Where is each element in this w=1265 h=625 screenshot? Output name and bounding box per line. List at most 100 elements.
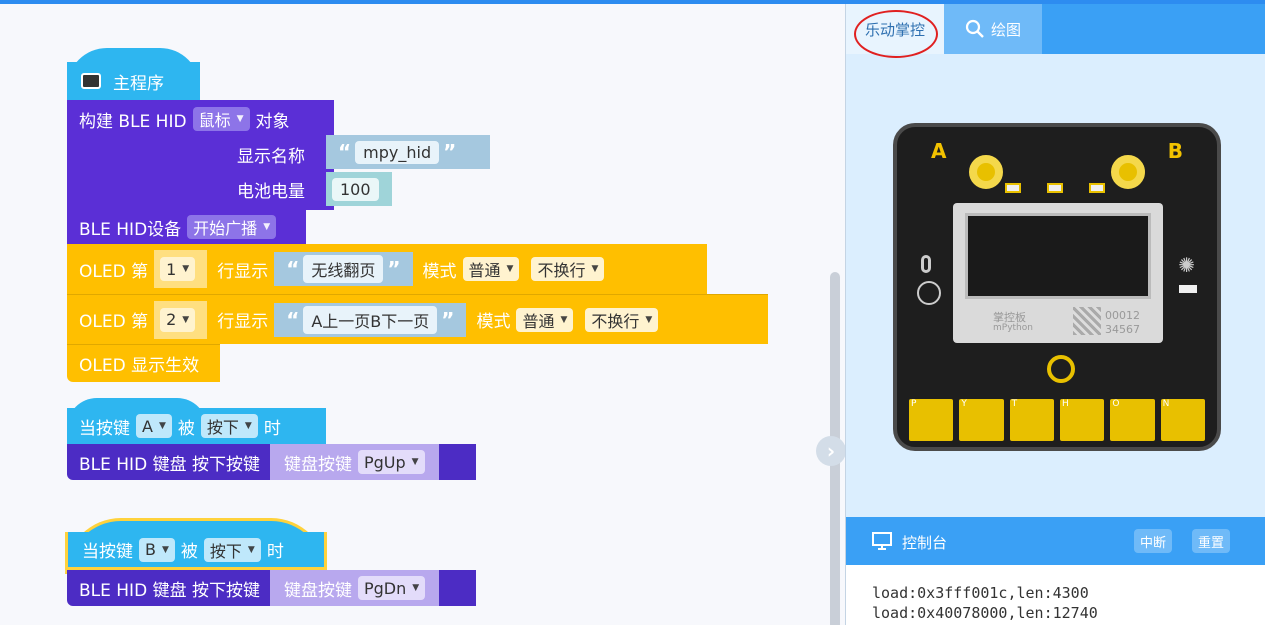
top-accent-bar xyxy=(0,0,1265,4)
interrupt-button[interactable]: 中断 xyxy=(1134,529,1173,553)
chevron-down-icon: ▼ xyxy=(263,222,271,232)
serial-2: 34567 xyxy=(1105,323,1140,336)
pin-y: Y xyxy=(959,399,1004,441)
oled-show-block[interactable]: OLED 显示生效 xyxy=(67,344,220,382)
oled-line1-text[interactable]: “ 无线翻页 ” xyxy=(274,252,413,286)
oled-line2-wrap-dropdown[interactable]: 不换行▼ xyxy=(585,307,659,332)
panel-collapse-button[interactable]: › xyxy=(816,436,846,466)
led-1 xyxy=(1005,183,1021,193)
console-title: 控制台 xyxy=(902,534,948,552)
oled-line1-number[interactable]: 1▼ xyxy=(154,250,208,288)
tab-draw[interactable]: 绘图 xyxy=(944,4,1042,54)
event-b-keyboard-label: BLE HID 键盘 按下按键 xyxy=(79,580,260,601)
chevron-down-icon: ▼ xyxy=(182,264,190,274)
oled-line1-mode-dropdown[interactable]: 普通▼ xyxy=(462,257,520,281)
event-a-keyboard-key[interactable]: 键盘按键 PgUp▼ xyxy=(269,444,439,480)
ble-build-row: 构建 BLE HID 鼠标▼ 对象 xyxy=(67,102,296,136)
event-b-keyboard-key-dropdown[interactable]: PgDn▼ xyxy=(357,576,426,600)
event-b-mid: 被 xyxy=(180,542,198,562)
chevron-down-icon: ▼ xyxy=(182,314,190,325)
power-icon xyxy=(1047,355,1075,383)
console-line: load:0x40078000,len:12740 xyxy=(872,604,1098,622)
event-b-keyboard-block[interactable]: BLE HID 键盘 按下按键 键盘按键 PgDn▼ xyxy=(67,570,476,606)
oled-line1-wrap-dropdown[interactable]: 不换行▼ xyxy=(531,257,605,281)
ble-build-suffix: 对象 xyxy=(255,111,290,132)
oled-line1-text-value[interactable]: 无线翻页 xyxy=(303,255,384,283)
quote-close: ” xyxy=(443,140,457,164)
oled-line2-text-value[interactable]: A上一页B下一页 xyxy=(303,305,438,334)
pin-t: T xyxy=(1009,399,1054,441)
ble-battery-value[interactable]: 100 xyxy=(332,177,379,201)
event-b-action-dropdown[interactable]: 按下▼ xyxy=(203,537,261,562)
event-b-block[interactable]: 当按键 B▼ 被 按下▼ 时 xyxy=(65,532,327,570)
event-a-mid: 被 xyxy=(177,418,195,439)
button-a xyxy=(969,155,1003,189)
logo-cn: 掌控板 xyxy=(993,311,1026,324)
ble-device-label: BLE HID设备 xyxy=(79,219,182,240)
event-b-key-dropdown[interactable]: B▼ xyxy=(139,537,175,562)
oled-line1-number-dropdown[interactable]: 1▼ xyxy=(160,257,196,281)
pin-o: O xyxy=(1110,399,1155,441)
console-header: 控制台 中断 重置 xyxy=(846,517,1265,565)
reset-button[interactable]: 重置 xyxy=(1192,529,1231,553)
chevron-down-icon: ▼ xyxy=(158,421,166,431)
event-a-action-dropdown[interactable]: 按下▼ xyxy=(200,414,258,438)
event-b-keyboard-key[interactable]: 键盘按键 PgDn▼ xyxy=(269,570,440,606)
oled-line2-text[interactable]: “ A上一页B下一页 ” xyxy=(274,302,467,337)
oled-line1-mid: 行显示 xyxy=(217,261,269,282)
oled-line2-number-dropdown[interactable]: 2▼ xyxy=(160,307,196,332)
oled-line2-mid: 行显示 xyxy=(217,312,269,332)
logo-en: mPython xyxy=(993,323,1033,333)
ble-name-label-row: 显示名称 xyxy=(237,137,311,171)
chevron-right-icon: › xyxy=(826,439,836,463)
event-a-keyboard-label: BLE HID 键盘 按下按键 xyxy=(79,454,260,475)
sound-hole xyxy=(917,281,941,305)
ble-name-value[interactable]: mpy_hid xyxy=(355,140,440,164)
oled-line2-block[interactable]: OLED 第 2▼ 行显示 “ A上一页B下一页 ” 模式 普通▼ 不换行▼ xyxy=(67,294,768,344)
console-output[interactable]: load:0x3fff001c,len:4300 load:0x40078000… xyxy=(846,565,1265,625)
pin-n: N xyxy=(1160,399,1205,441)
board-icon xyxy=(81,73,101,89)
ble-device-action-dropdown[interactable]: 开始广播▼ xyxy=(187,215,277,239)
chevron-down-icon: ▼ xyxy=(412,583,420,593)
event-a-block[interactable]: 当按键 A▼ 被 按下▼ 时 xyxy=(67,408,326,444)
pin-p: P xyxy=(909,399,954,441)
event-a-keyboard-block[interactable]: BLE HID 键盘 按下按键 键盘按键 PgUp▼ xyxy=(67,444,476,480)
main-program-block[interactable]: 主程序 xyxy=(67,62,200,100)
chevron-down-icon: ▼ xyxy=(560,314,568,325)
chevron-down-icon: ▼ xyxy=(645,314,653,325)
led-3 xyxy=(1089,183,1105,193)
ble-battery-label: 电池电量 xyxy=(237,181,305,202)
oled-show-label: OLED 显示生效 xyxy=(79,356,200,376)
main-program-label: 主程序 xyxy=(113,73,164,94)
mic-icon xyxy=(921,255,931,273)
button-b xyxy=(1111,155,1145,189)
blockly-workspace[interactable]: 主程序 构建 BLE HID 鼠标▼ 对象 显示名称 “ mpy_hid ” 电… xyxy=(0,4,845,625)
ble-type-dropdown[interactable]: 鼠标▼ xyxy=(192,107,250,131)
pin-h: H xyxy=(1059,399,1105,441)
oled-line2-mode-dropdown[interactable]: 普通▼ xyxy=(516,307,574,332)
right-panel: 乐动掌控 绘图 A B 掌控板 mPython 00012 34567 ✺ P xyxy=(845,4,1265,625)
oled-line2-number[interactable]: 2▼ xyxy=(154,300,208,339)
ble-name-label: 显示名称 xyxy=(237,146,305,167)
chevron-down-icon: ▼ xyxy=(506,264,514,274)
event-a-suffix: 时 xyxy=(263,418,281,439)
oled-line2-prefix: OLED 第 xyxy=(79,312,149,332)
chevron-down-icon: ▼ xyxy=(236,114,244,124)
event-b-suffix: 时 xyxy=(266,542,284,562)
event-a-keyboard-key-dropdown[interactable]: PgUp▼ xyxy=(357,450,425,474)
search-icon xyxy=(965,19,984,38)
oled-screen-frame: 掌控板 mPython 00012 34567 xyxy=(953,203,1163,343)
annotation-circle xyxy=(854,10,938,58)
ble-battery-number[interactable]: 100 xyxy=(326,172,392,206)
event-a-key-dropdown[interactable]: A▼ xyxy=(136,414,172,438)
oled-line2-mode-label: 模式 xyxy=(476,312,511,332)
board-label-b: B xyxy=(1167,139,1183,163)
ble-name-string[interactable]: “ mpy_hid ” xyxy=(326,135,490,169)
ble-device-block[interactable]: BLE HID设备 开始广播▼ xyxy=(67,209,306,245)
led-2 xyxy=(1047,183,1063,193)
oled-line1-block[interactable]: OLED 第 1▼ 行显示 “ 无线翻页 ” 模式 普通▼ 不换行▼ xyxy=(67,244,707,294)
chevron-down-icon: ▼ xyxy=(244,421,252,431)
oled-screen xyxy=(965,213,1151,299)
board-label-a: A xyxy=(931,139,947,163)
